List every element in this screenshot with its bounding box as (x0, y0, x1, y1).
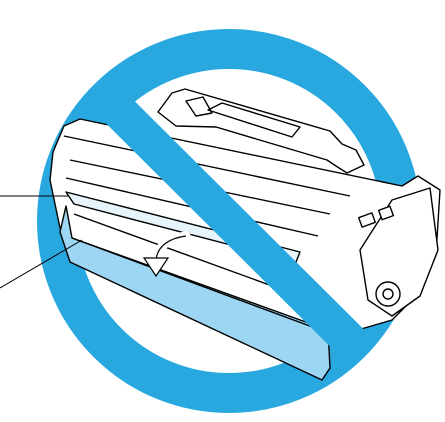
gear-hub (382, 288, 394, 300)
handle-slot (207, 102, 301, 138)
prohibition-bar (95, 87, 364, 355)
label-block (358, 212, 376, 228)
arrow-head (142, 257, 170, 278)
prohibition-bar-group (95, 87, 364, 355)
label-block (377, 205, 395, 221)
handle-grip (185, 96, 213, 117)
curved-arrow-down-icon (142, 231, 191, 278)
callouts (0, 195, 83, 289)
end-cap (359, 187, 439, 317)
callout-line-shutter (0, 239, 83, 289)
